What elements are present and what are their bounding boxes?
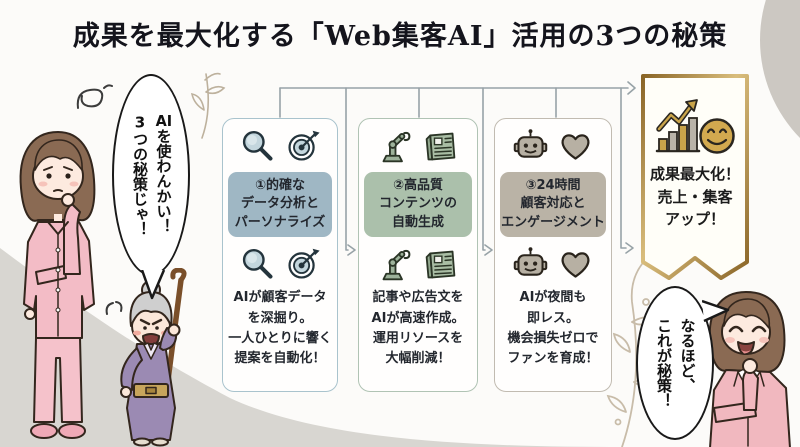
growth-chart-icon (655, 99, 735, 154)
robot-head-icon (512, 128, 549, 165)
heart-icon (557, 128, 594, 165)
heart-icon (557, 246, 594, 283)
robot-arm-icon (377, 128, 414, 165)
huff-puff-mark (105, 301, 123, 315)
step-title-chip: ①的確な データ分析と パーソナライズ (228, 172, 332, 238)
woman-happy-character (708, 291, 791, 447)
step-title-chip: ③24時間 顧客対応と エンゲージメント (500, 172, 606, 238)
step-box-2: ②高品質 コンテンツの 自動生成 記事や広告文を AIが高速作成。 運用リソース… (358, 118, 478, 392)
newspaper-icon (422, 128, 459, 165)
newspaper-icon (422, 246, 459, 283)
speech-bubble-left-text: AIを使わんかい！ 3つの秘策じゃ！ (131, 113, 173, 237)
magnifier-icon (239, 246, 276, 283)
robot-arm-icon (377, 246, 414, 283)
step3-icons-bottom (512, 246, 594, 283)
step1-icons-bottom (239, 246, 321, 283)
magnifier-icon (239, 128, 276, 165)
step3-icons-top (512, 128, 594, 165)
step-body: 記事や広告文を AIが高速作成。 運用リソースを 大幅削減！ (371, 290, 465, 367)
banner-text: 成果最大化！ 売上・集客 アップ！ (649, 165, 740, 228)
step-body: AIが夜間も 即レス。 機会損失ゼロで ファンを育成！ (507, 290, 599, 367)
step-body: AIが顧客データ を深掘り。 一人ひとりに響く 提案を自動化！ (228, 290, 332, 367)
page-title: 成果を最大化する「Web集客AI」活用の3つの秘策 (72, 21, 728, 52)
step2-icons-bottom (377, 246, 459, 283)
step-title-chip: ②高品質 コンテンツの 自動生成 (364, 172, 472, 238)
woman-question-character (19, 131, 96, 439)
branch-decoration (190, 72, 226, 139)
speech-bubble-left: AIを使わんかい！ 3つの秘策じゃ！ (112, 74, 190, 276)
smiley-icon (699, 118, 735, 154)
robot-head-icon (512, 246, 549, 283)
scribble-decoration (76, 84, 113, 109)
target-icon (284, 128, 321, 165)
step2-icons-top (377, 128, 459, 165)
step-box-3: ③24時間 顧客対応と エンゲージメント AIが夜間も 即レス。 機会損失ゼロで… (494, 118, 612, 392)
result-banner: 成果最大化！ 売上・集客 アップ！ (636, 72, 754, 296)
speech-bubble-right-text: なるほど、 これが秘策！ (655, 318, 697, 408)
speech-bubble-right: なるほど、 これが秘策！ (636, 286, 714, 440)
speech-bubble-left-tail (140, 270, 166, 300)
step1-icons-top (239, 128, 321, 165)
target-icon (284, 246, 321, 283)
speech-bubble-right-tail (702, 299, 730, 323)
step-box-1: ①的確な データ分析と パーソナライズ AIが顧客データ を深掘り。 一人ひとり… (222, 118, 338, 392)
